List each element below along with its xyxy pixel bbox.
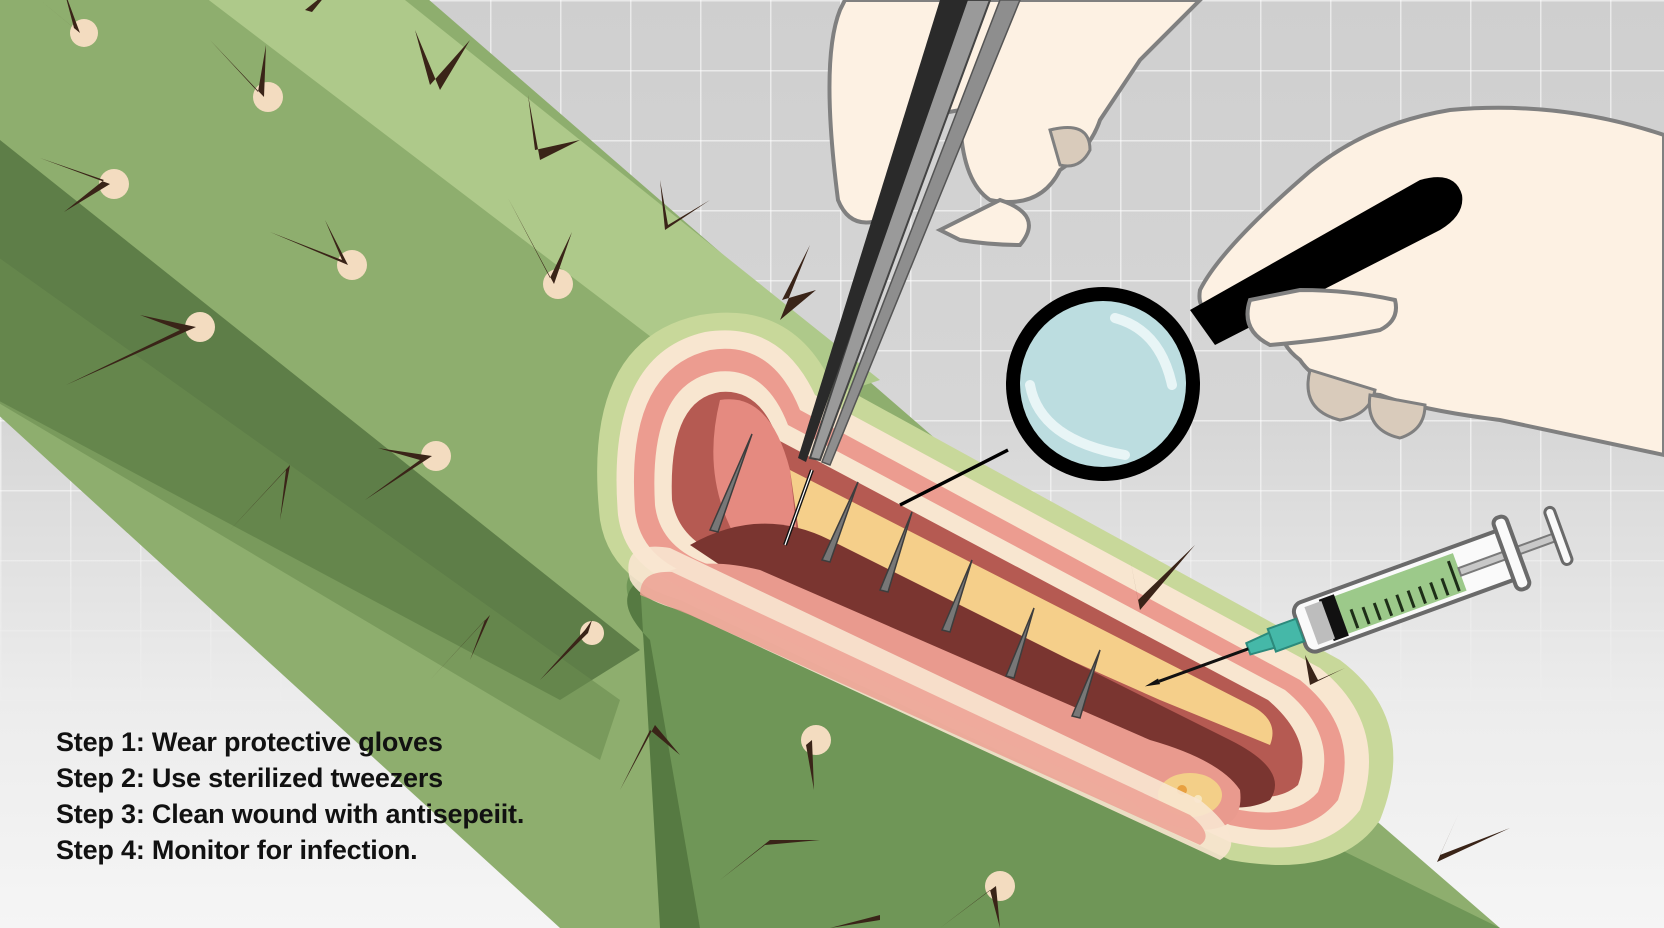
embedded-spines xyxy=(708,433,1101,719)
step-4: Step 4: Monitor for infection. xyxy=(56,835,418,865)
surface-spines xyxy=(40,0,1510,928)
tweezers xyxy=(783,0,1021,546)
step-2: Step 2: Use sterilized tweezers xyxy=(56,763,443,793)
magnifying-glass[interactable] xyxy=(899,177,1463,507)
step-3: Step 3: Clean wound with antisepeiit. xyxy=(56,799,525,829)
syringe[interactable] xyxy=(1132,499,1576,723)
step-1: Step 1: Wear protective gloves xyxy=(56,727,443,757)
gloved-hand-right xyxy=(1197,105,1664,458)
gloved-hand-left xyxy=(827,0,1203,248)
wound-cross-section xyxy=(597,312,1394,865)
instruction-steps: Step 1: Wear protective gloves Step 2: U… xyxy=(56,724,524,868)
